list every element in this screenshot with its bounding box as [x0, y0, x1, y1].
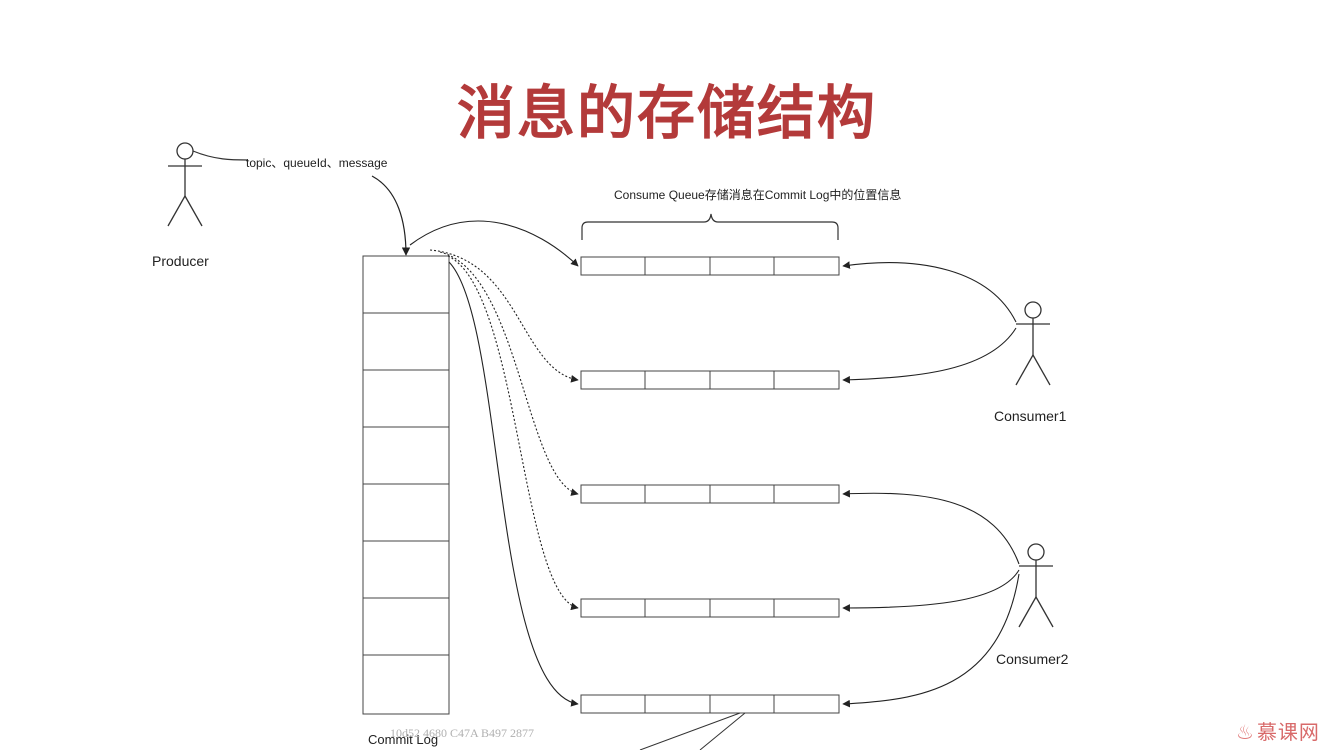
consumer1-label: Consumer1: [994, 408, 1067, 424]
consumer2-figure-icon: [1018, 543, 1054, 628]
brace-label: Consume Queue存储消息在Commit Log中的位置信息: [614, 187, 901, 202]
consume-queue-2: [580, 370, 840, 390]
slide-title: 消息的存储结构: [456, 79, 877, 147]
producer-link-line: [192, 150, 249, 161]
logo-text: 慕课网: [1256, 720, 1320, 744]
consumer1-arrows: [842, 261, 1017, 384]
consume-queue-4: [580, 598, 840, 618]
consume-queue-5: [580, 694, 840, 714]
producer-figure-icon: [167, 142, 203, 227]
flame-icon: ♨: [1236, 720, 1255, 744]
consume-queue-3: [580, 484, 840, 504]
queue-offscreen-lines: [639, 712, 746, 750]
producer-label: Producer: [152, 253, 209, 269]
consume-queue-brace: [581, 213, 839, 240]
consumer2-label: Consumer2: [996, 651, 1069, 667]
consume-queue-1: [580, 256, 840, 276]
commit-log: [362, 255, 450, 715]
consumer2-arrows: [842, 489, 1020, 708]
watermark-text: 10d52 4680 C47A B497 2877: [390, 726, 534, 740]
commitlog-to-queue-arrows: [409, 220, 579, 707]
commit-log-label: Commit Log: [368, 732, 438, 747]
producer-message-label: topic、queueId、message: [246, 156, 388, 170]
consumer1-figure-icon: [1015, 301, 1051, 386]
imooc-logo: ♨慕课网: [1236, 716, 1320, 745]
producer-to-commitlog-arrow: [371, 175, 411, 256]
